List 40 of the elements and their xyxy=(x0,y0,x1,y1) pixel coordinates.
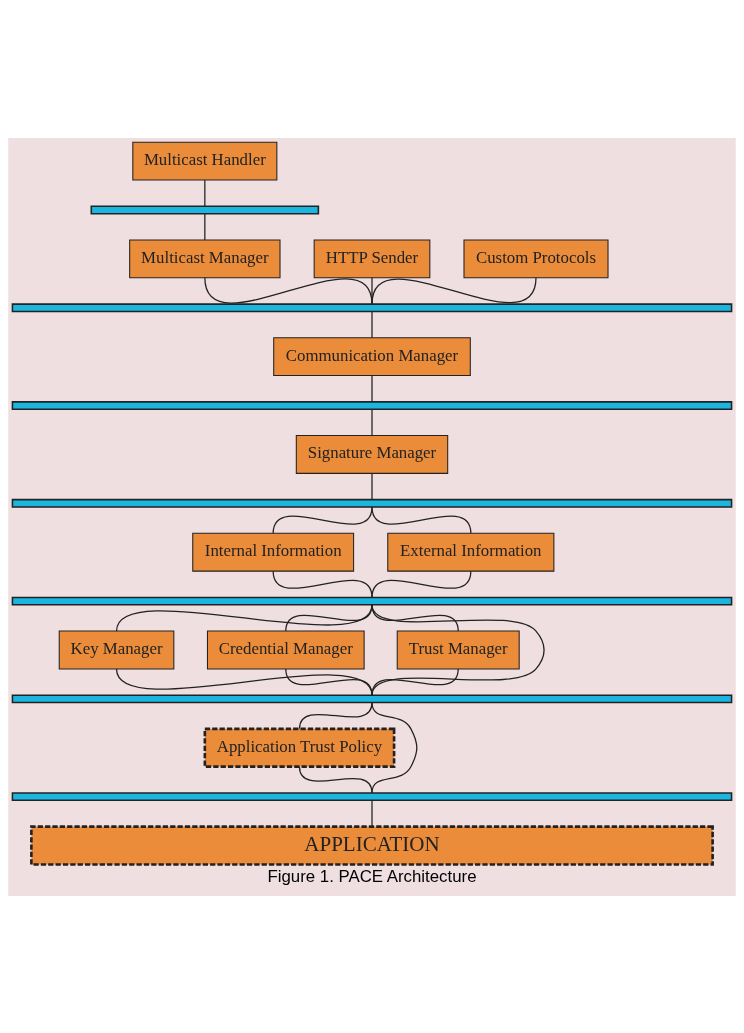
connector xyxy=(371,667,459,696)
caption: Figure 1. PACE Architecture xyxy=(267,866,477,886)
connector xyxy=(371,310,373,338)
node-box: Credential Manager xyxy=(206,630,365,669)
connector xyxy=(371,374,373,402)
node-box: Multicast Manager xyxy=(129,238,281,278)
connector xyxy=(371,276,537,305)
node-box: Communication Manager xyxy=(273,336,471,376)
node-box: Key Manager xyxy=(58,630,175,669)
node-box: External Information xyxy=(387,532,555,572)
node-bar xyxy=(11,791,733,801)
node-box: Custom Protocols xyxy=(463,238,609,278)
node-box: APPLICATION xyxy=(30,824,714,866)
node-box: Application Trust Policy xyxy=(203,727,396,768)
connector xyxy=(371,570,472,598)
node-box: Signature Manager xyxy=(295,434,449,474)
connector xyxy=(298,701,373,729)
node-bar xyxy=(11,693,733,703)
connector xyxy=(371,603,545,696)
connector xyxy=(371,701,418,794)
node-bar xyxy=(11,400,733,410)
connector xyxy=(371,408,373,436)
connector xyxy=(204,212,206,241)
connector xyxy=(371,799,373,827)
node-box: Multicast Handler xyxy=(132,141,278,181)
node-box: HTTP Sender xyxy=(313,238,431,278)
connector xyxy=(204,178,206,207)
connector xyxy=(371,472,373,500)
node-bar xyxy=(11,596,733,606)
node-bar xyxy=(11,302,733,312)
connector xyxy=(298,765,373,794)
connector xyxy=(371,505,472,534)
node-bar xyxy=(11,498,733,508)
connector xyxy=(115,667,373,696)
connector xyxy=(371,603,459,632)
node-box: Trust Manager xyxy=(396,630,520,669)
connector xyxy=(272,570,373,598)
connector xyxy=(204,276,373,305)
node-box: Internal Information xyxy=(192,532,355,572)
node-bar xyxy=(90,205,320,214)
